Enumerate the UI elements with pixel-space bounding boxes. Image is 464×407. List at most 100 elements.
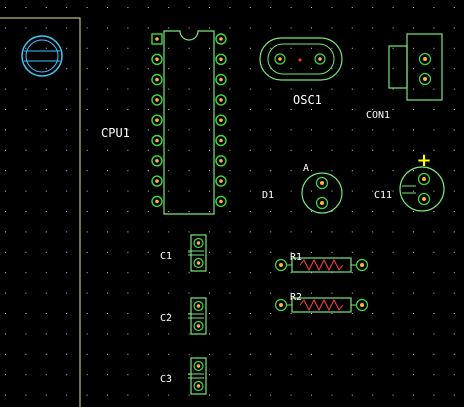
grid-dot: [270, 394, 272, 396]
grid-dot: [209, 7, 210, 8]
grid-dot: [453, 88, 455, 90]
grid-dot: [86, 170, 88, 172]
r1-component[interactable]: R1: [274, 252, 369, 273]
cpu1-pin-pad[interactable]: [151, 155, 163, 167]
grid-dot: [127, 231, 129, 233]
cpu1-pin-pad[interactable]: [151, 175, 163, 187]
grid-dot: [107, 313, 108, 314]
grid-dot: [249, 190, 251, 192]
grid-dot: [66, 68, 68, 70]
grid-dot: [86, 68, 88, 70]
grid-dot: [5, 333, 6, 335]
grid-dot: [25, 170, 27, 172]
grid-dot: [433, 7, 435, 8]
grid-dot: [413, 333, 414, 335]
grid-dot: [45, 353, 47, 355]
grid-dot: [433, 47, 435, 49]
grid-dot: [168, 109, 170, 110]
grid-dot: [351, 251, 353, 253]
grid-dot: [453, 129, 455, 131]
grid-dot: [168, 149, 170, 151]
osc1-component[interactable]: OSC1: [259, 37, 343, 107]
grid-dot: [392, 333, 394, 335]
grid-dot: [209, 190, 210, 192]
grid-dot: [229, 333, 231, 335]
grid-dot: [290, 109, 292, 110]
con1-component[interactable]: CON1: [366, 33, 443, 121]
grid-dot: [147, 7, 149, 8]
grid-dot: [25, 47, 27, 49]
grid-dot: [311, 313, 312, 314]
grid-dot: [209, 313, 210, 314]
grid-dot: [168, 68, 170, 70]
grid-dot: [86, 129, 88, 131]
grid-dot: [168, 27, 170, 29]
grid-dot: [188, 211, 190, 212]
grid-dot: [66, 7, 68, 8]
grid-dot: [290, 272, 292, 274]
grid-dot: [209, 251, 210, 253]
grid-dot: [413, 353, 414, 355]
grid-dot: [229, 313, 231, 314]
cpu1-pin-pad[interactable]: [151, 53, 163, 65]
cpu1-pin-pad[interactable]: [151, 33, 163, 45]
c11-label: C11: [374, 190, 392, 201]
grid-dot: [25, 149, 27, 151]
cpu1-pin-pad[interactable]: [151, 73, 163, 86]
grid-dot: [188, 333, 190, 335]
cpu1-pin-pad[interactable]: [151, 94, 163, 106]
r2-label: R2: [290, 292, 302, 303]
cpu1-pin-pad[interactable]: [151, 114, 163, 126]
grid-dot: [66, 129, 68, 131]
grid-dot: [107, 333, 108, 335]
grid-dot: [311, 231, 312, 233]
cpu1-pin-pad[interactable]: [215, 73, 227, 86]
cpu1-component[interactable]: CPU1: [101, 30, 227, 215]
c1-component[interactable]: C1: [160, 234, 207, 272]
grid-dot: [351, 109, 353, 110]
grid-dot: [392, 170, 394, 172]
grid-dot: [25, 7, 27, 8]
grid-dot: [107, 353, 108, 355]
r2-component[interactable]: R2: [274, 292, 369, 313]
grid-dot: [351, 149, 353, 151]
grid-dot: [209, 374, 210, 376]
grid-dot: [147, 190, 149, 192]
grid-dot: [147, 313, 149, 314]
grid-dot: [86, 251, 88, 253]
grid-dot: [147, 374, 149, 376]
grid-dot: [331, 68, 333, 70]
cpu1-pin-pad[interactable]: [215, 94, 227, 106]
cpu1-pin-pad[interactable]: [151, 195, 163, 208]
c2-component[interactable]: C2: [160, 297, 207, 335]
grid-dot: [107, 109, 108, 110]
grid-dot: [5, 292, 6, 294]
grid-dot: [168, 313, 170, 314]
grid-dot: [311, 170, 312, 172]
cpu1-pin-pad[interactable]: [215, 114, 227, 126]
grid-dot: [188, 88, 190, 90]
c11-polarity-mark: +: [416, 150, 431, 171]
mounting-hole[interactable]: [21, 35, 63, 77]
grid-dot: [127, 313, 129, 314]
grid-dot: [5, 7, 6, 8]
cpu1-pin-pad[interactable]: [215, 195, 227, 208]
c3-component[interactable]: C3: [160, 357, 207, 395]
grid-dot: [433, 149, 435, 151]
cpu1-pin-pad[interactable]: [215, 53, 227, 65]
c11-component[interactable]: + C11: [374, 150, 445, 212]
grid-dot: [5, 88, 6, 90]
grid-dot: [229, 68, 231, 70]
grid-dot: [127, 149, 129, 151]
grid-dot: [45, 231, 47, 233]
cpu1-pin-pad[interactable]: [215, 33, 227, 45]
cpu1-pin-pad[interactable]: [215, 134, 227, 147]
cpu1-pin-pad[interactable]: [151, 134, 163, 147]
cpu1-pin-pad[interactable]: [215, 155, 227, 167]
d1-component[interactable]: A D1: [262, 163, 343, 214]
cpu1-pin-pad[interactable]: [215, 175, 227, 187]
grid-dot: [372, 109, 374, 110]
grid-dot: [66, 333, 68, 335]
